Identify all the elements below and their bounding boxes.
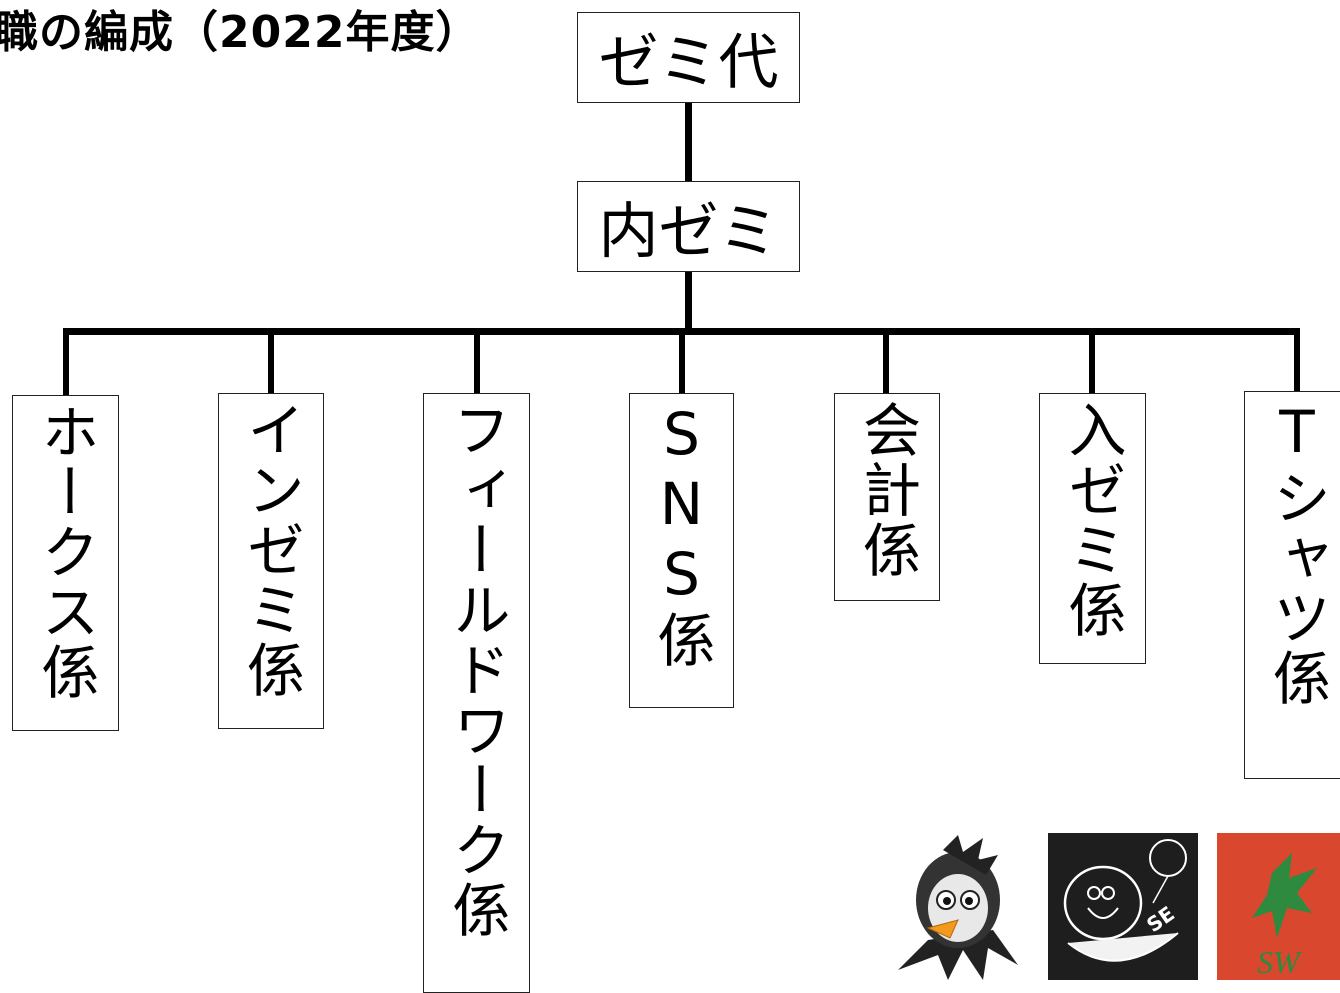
sketch-text: SE (1142, 901, 1179, 937)
second-node-inner-seminar: 内ゼミ (577, 181, 800, 272)
role-node-accounting: 会計係 (834, 393, 940, 601)
role-node-sns: SNS係 (629, 393, 734, 708)
role-label-interseminar: インゼミ係 (237, 400, 305, 700)
connector-drop-6 (1089, 330, 1095, 394)
role-label-fieldwork: フィールドワーク係 (442, 400, 511, 940)
connector-drop-5 (883, 330, 889, 394)
role-node-fieldwork: フィールドワーク係 (423, 393, 530, 993)
role-label-recruitment: 入ゼミ係 (1058, 400, 1127, 640)
logo-text: SW (1257, 944, 1303, 980)
role-label-tshirt: Tシャツ係 (1263, 398, 1331, 708)
root-node-seminar-rep: ゼミ代 (577, 12, 800, 103)
role-node-recruitment: 入ゼミ係 (1039, 393, 1146, 664)
connector-drop-1 (63, 330, 69, 396)
connector-drop-4 (679, 330, 685, 394)
role-node-tshirt: Tシャツ係 (1244, 391, 1340, 779)
role-label-sns: SNS係 (647, 400, 716, 670)
connector-drop-7 (1294, 330, 1300, 392)
role-label-hawks: ホークス係 (31, 402, 100, 702)
connector-root-second (685, 103, 692, 183)
page-title: 職の編成（2022年度） (0, 7, 481, 58)
connector-second-bus (685, 272, 692, 332)
connector-drop-2 (268, 330, 274, 394)
role-node-interseminar: インゼミ係 (218, 393, 324, 729)
role-node-hawks: ホークス係 (12, 395, 119, 731)
bird-mascot-sketch-image: SE (1048, 833, 1198, 980)
hawk-mascot-color-image (888, 830, 1028, 980)
role-label-accounting: 会計係 (853, 400, 921, 580)
connector-drop-3 (474, 330, 480, 394)
second-node-label: 内ゼミ (598, 197, 779, 267)
root-node-label: ゼミ代 (598, 28, 779, 98)
hawk-logo-red-image: SW (1217, 833, 1340, 980)
